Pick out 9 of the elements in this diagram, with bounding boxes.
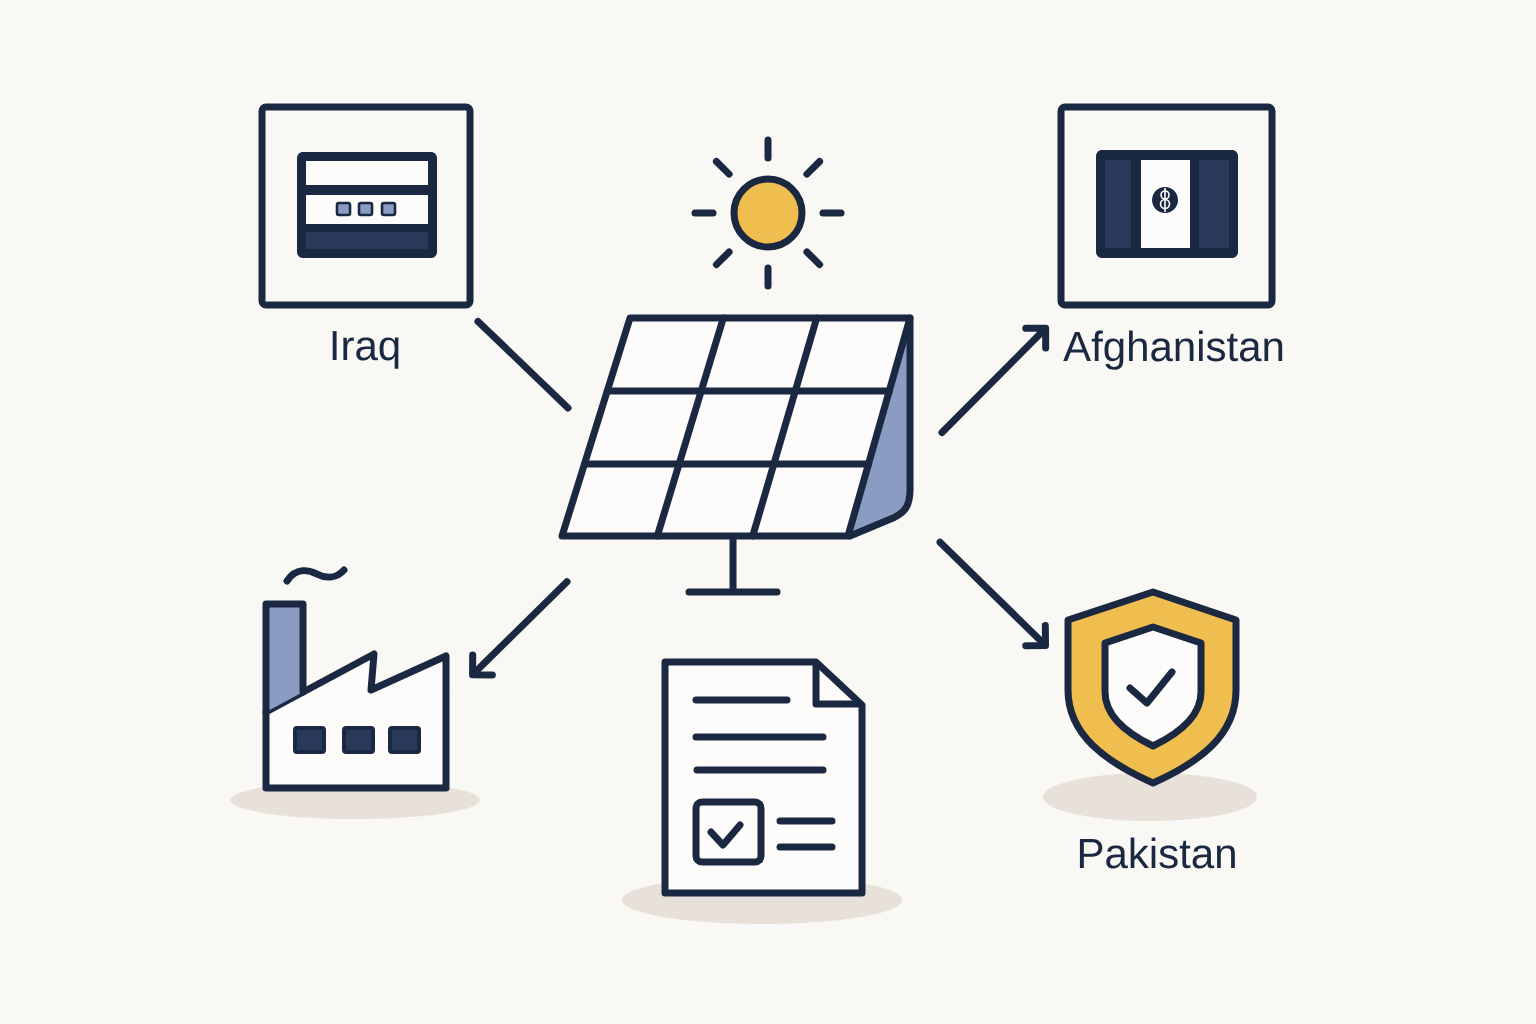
arrow [469,578,571,679]
country-label: Pakistan [1079,837,1235,869]
country-label: Iraq [332,331,399,369]
country-label: Afghanistan [1063,330,1283,370]
arrow [936,538,1049,650]
solar-panel-drawing [558,314,914,596]
connector-line [474,317,572,412]
arrow [938,324,1050,437]
factory-icon [262,566,450,792]
